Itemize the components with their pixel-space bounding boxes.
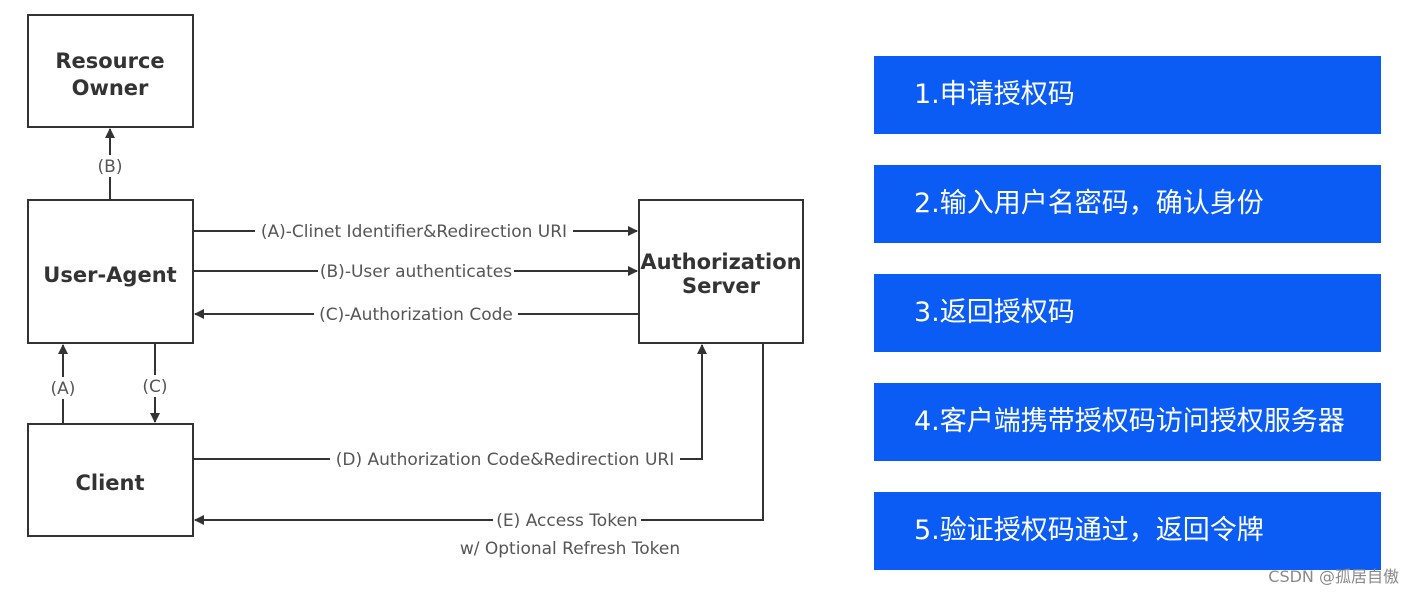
- step-4-label: 4.客户端携带授权码访问授权服务器: [914, 406, 1345, 437]
- resource-owner-box: [27, 14, 194, 128]
- edge-a-client-to-ua-label: (A): [51, 379, 76, 399]
- step-2-box: 2.输入用户名密码，确认身份: [874, 165, 1381, 243]
- edge-e-as-to-client: [194, 343, 764, 525]
- user-agent-box: [27, 199, 194, 344]
- watermark: CSDN @孤居自傲: [1268, 567, 1399, 586]
- client-box: [27, 423, 194, 537]
- resource-owner-label-line2: Owner: [72, 76, 149, 100]
- user-agent-label: User-Agent: [43, 263, 176, 287]
- step-5-box: 5.验证授权码通过，返回令牌: [874, 492, 1381, 570]
- authorization-server-label-line1: Authorization: [640, 250, 801, 274]
- edge-b-up-label: (B): [98, 157, 123, 177]
- resource-owner-label-line1: Resource: [55, 49, 164, 73]
- step-2-label: 2.输入用户名密码，确认身份: [914, 188, 1264, 219]
- authorization-server-box: [638, 199, 804, 344]
- step-4-box: 4.客户端携带授权码访问授权服务器: [874, 383, 1381, 461]
- client-label: Client: [75, 471, 144, 495]
- edge-c-as-to-ua-label: (C)-Authorization Code: [319, 305, 513, 325]
- step-3-box: 3.返回授权码: [874, 274, 1381, 352]
- step-1-box: 1.申请授权码: [874, 56, 1381, 134]
- edge-d-client-to-as-label: (D) Authorization Code&Redirection URI: [336, 450, 674, 470]
- step-5-label: 5.验证授权码通过，返回令牌: [914, 515, 1264, 546]
- oauth-flow-diagram: Resource Owner User-Agent Authorization …: [27, 14, 804, 559]
- edge-d-client-to-as: [193, 344, 707, 460]
- edge-c-ua-to-client-label: (C): [142, 377, 167, 397]
- step-1-label: 1.申请授权码: [914, 79, 1075, 110]
- edge-a-ua-to-as-label: (A)-Clinet Identifier&Redirection URI: [261, 222, 567, 242]
- authorization-server-label-line2: Server: [682, 274, 761, 298]
- step-3-label: 3.返回授权码: [914, 297, 1075, 328]
- edge-e-note-label: w/ Optional Refresh Token: [460, 539, 680, 559]
- edge-b-ua-to-as-label: (B)-User authenticates: [320, 262, 512, 282]
- edge-e-as-to-client-label: (E) Access Token: [496, 511, 637, 531]
